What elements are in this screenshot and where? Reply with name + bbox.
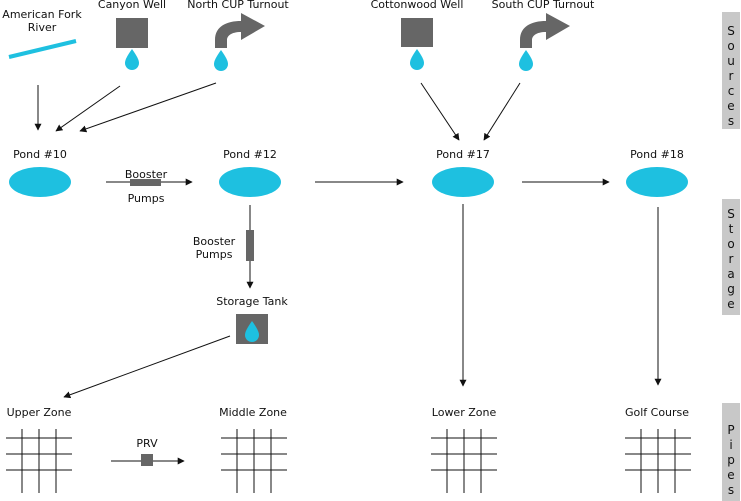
canyon-well-label: Canyon Well bbox=[97, 0, 167, 11]
cottonwood-well-label: Cottonwood Well bbox=[370, 0, 464, 11]
pond-12-label: Pond #12 bbox=[223, 148, 277, 161]
pond-10-icon bbox=[9, 167, 71, 197]
american-fork-river-icon bbox=[8, 39, 77, 59]
arrow-tank-to-upper-zone bbox=[63, 335, 231, 399]
arrow-north-cup-to-pond10 bbox=[79, 82, 217, 133]
lower-zone-grid-icon bbox=[430, 428, 498, 494]
middle-zone-label: Middle Zone bbox=[219, 406, 287, 419]
booster-pumps-2-label: Booster Pumps bbox=[192, 235, 236, 261]
lower-zone-label: Lower Zone bbox=[431, 406, 497, 419]
upper-zone-label: Upper Zone bbox=[6, 406, 72, 419]
arrow-cottonwood-to-pond17 bbox=[420, 82, 460, 141]
pond-18-icon bbox=[626, 167, 688, 197]
american-fork-river-label: American Fork River bbox=[2, 8, 82, 34]
golf-course-grid-icon bbox=[624, 428, 692, 494]
cottonwood-well-icon bbox=[401, 18, 433, 70]
north-cup-turnout-label: North CUP Turnout bbox=[187, 0, 289, 11]
booster-pumps-1-label: Booster Pumps bbox=[124, 168, 168, 205]
south-cup-turnout-label: South CUP Turnout bbox=[491, 0, 595, 11]
prv-label: PRV bbox=[136, 437, 158, 450]
pond-18-label: Pond #18 bbox=[630, 148, 684, 161]
north-cup-turnout-icon bbox=[214, 13, 265, 71]
storage-tank-icon bbox=[236, 314, 268, 344]
upper-zone-grid-icon bbox=[5, 428, 73, 494]
south-cup-turnout-icon bbox=[519, 13, 570, 71]
pond-17-label: Pond #17 bbox=[436, 148, 490, 161]
booster-pump-1-icon bbox=[130, 179, 161, 186]
prv-valve-icon bbox=[141, 454, 153, 466]
golf-course-label: Golf Course bbox=[624, 406, 690, 419]
storage-tank-label: Storage Tank bbox=[216, 295, 288, 308]
middle-zone-grid-icon bbox=[220, 428, 288, 494]
arrow-south-cup-to-pond17 bbox=[483, 82, 521, 141]
booster-pump-2-icon bbox=[246, 230, 254, 261]
pond-10-label: Pond #10 bbox=[13, 148, 67, 161]
pond-17-icon bbox=[432, 167, 494, 197]
pond-12-icon bbox=[219, 167, 281, 197]
canyon-well-icon bbox=[116, 18, 148, 70]
arrow-canyon-to-pond10 bbox=[55, 85, 121, 132]
